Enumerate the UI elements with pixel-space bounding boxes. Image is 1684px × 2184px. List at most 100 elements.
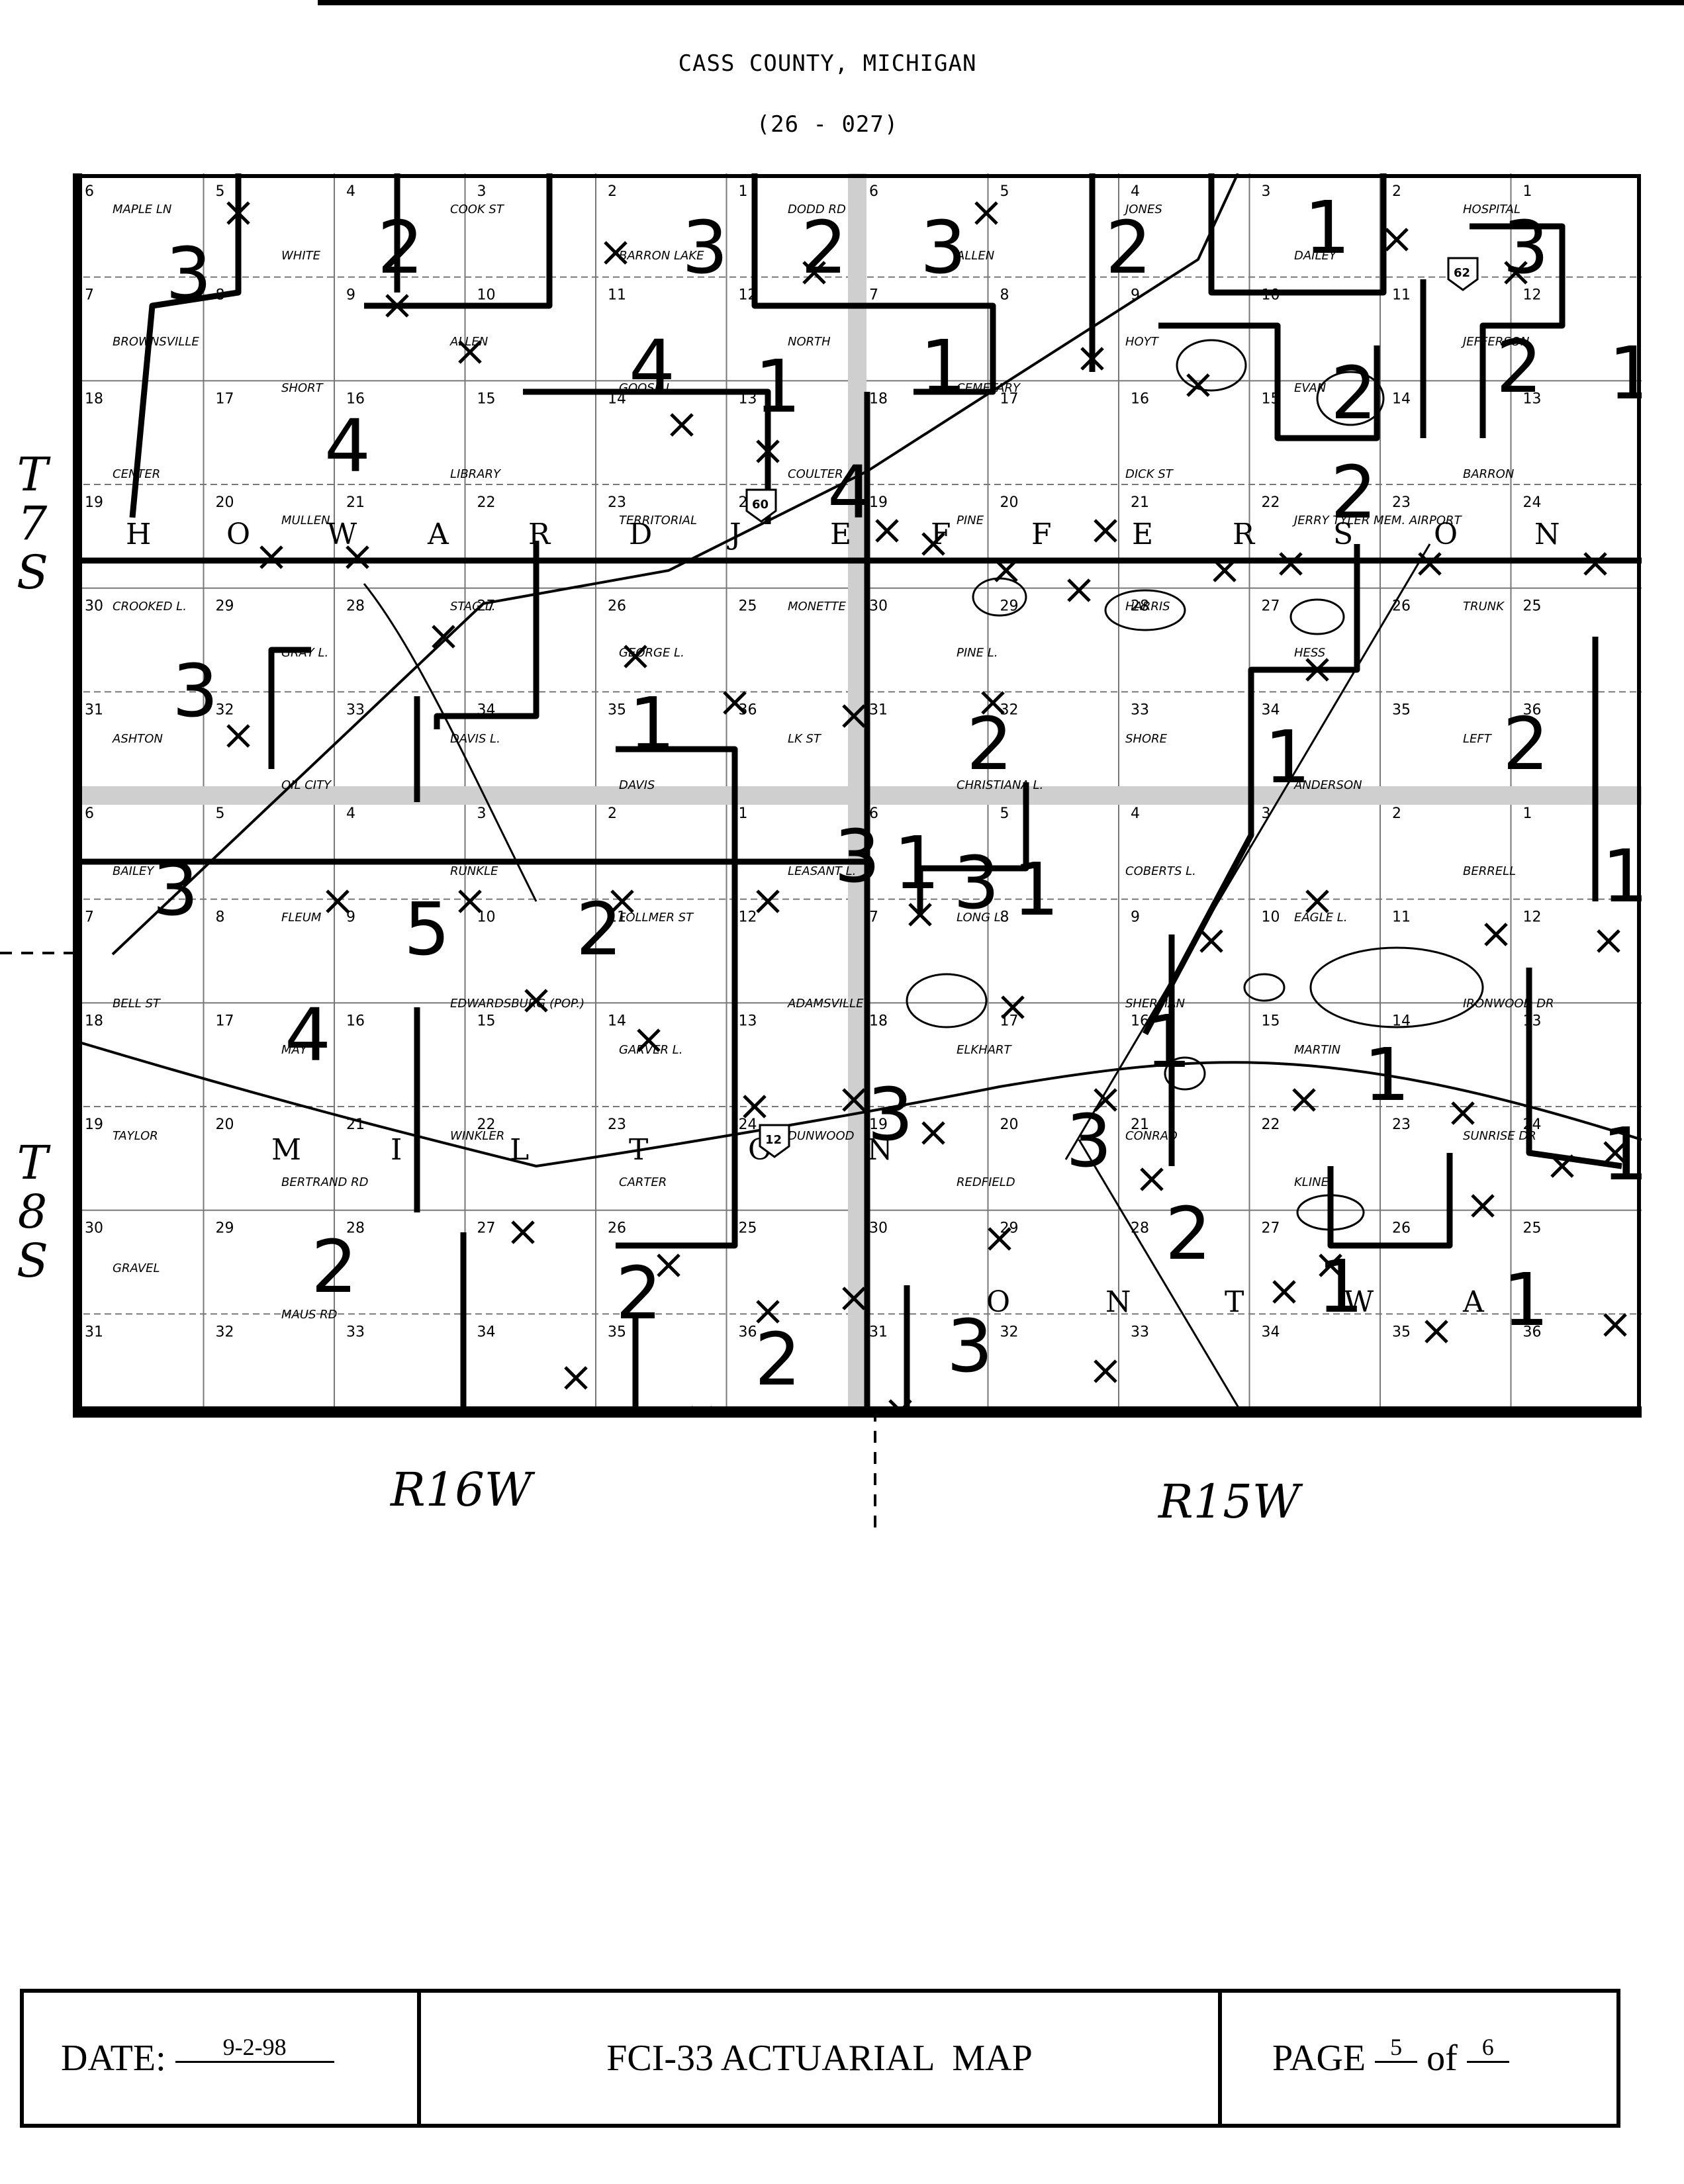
highway-number: 60 [752,498,769,512]
section-number: 22 [477,494,496,511]
road-label: ELKHART [957,1043,1013,1057]
section-number: 36 [739,1324,757,1340]
section-number: 27 [1262,598,1280,615]
section-number: 32 [1000,702,1019,718]
section-number: 14 [608,1013,626,1029]
township-name-letter-milton-ontwa: A [1462,1285,1485,1319]
date-label: DATE: [61,2038,166,2079]
section-number: 8 [1000,287,1009,304]
section-number: 2 [608,805,617,822]
section-number: 32 [216,702,234,718]
section-number: 19 [869,1116,888,1133]
section-number: 20 [216,1116,234,1133]
road-label: CONRAD [1125,1129,1178,1143]
road-label: COBERTS L. [1125,864,1196,878]
road-label: GOOSE L. [619,381,677,395]
road-label: TAYLOR [113,1129,158,1143]
zone-number: 3 [172,649,218,733]
zone-boundary [523,388,771,524]
boundary-x-marker [842,704,866,728]
road-label: STAG L. [450,600,496,614]
road-label: REDFIELD [957,1175,1015,1189]
boundary-x-marker [610,889,634,913]
township-name-letter-howard-jefferson: S [1333,518,1353,551]
section-number: 16 [346,390,365,407]
township-name-letter-milton-ontwa: T [629,1133,648,1167]
boundary-x-marker [564,1366,588,1390]
road-label: LIBRARY [450,467,502,481]
zone-boundary [917,782,1029,915]
lake [1289,598,1345,635]
road-label: CEMETARY [957,381,1021,395]
section-number: 8 [1000,909,1009,926]
section-number: 23 [608,1116,626,1133]
page-cell: PAGE 5 of 6 [1222,1993,1616,2124]
road-label: PINE L. [957,646,998,660]
zone-number: 1 [1364,1032,1410,1117]
section-number: 15 [1262,1013,1280,1029]
page-label: PAGE [1272,2038,1366,2079]
boundary-x-marker [1451,1101,1475,1125]
section-number: 18 [869,1013,888,1029]
boundary-x-marker [1292,1088,1316,1112]
zone-number: 2 [616,1251,662,1336]
zone-number: 4 [285,993,331,1077]
zone-number: 1 [629,682,675,766]
us12-highway [73,1039,1642,1168]
range-label-r16w: R16W [391,1463,532,1517]
highway-number: 12 [765,1133,782,1147]
zone-number: 1 [1304,185,1350,270]
lake [1176,339,1247,392]
date-value: 9-2-98 [175,2033,334,2063]
section-number: 28 [1131,1220,1149,1237]
boundary-x-marker [1319,1253,1342,1277]
section-number: 27 [1262,1220,1280,1237]
road-label: MARTIN [1294,1043,1340,1057]
section-number: 4 [346,183,355,200]
section-number: 3 [1262,183,1271,200]
section-number: 17 [216,1013,234,1029]
road-label: BERTRAND RD [281,1175,368,1189]
road-label: FOLLMER ST [619,911,694,925]
actuarial-map[interactable]: 6543217891011121817161514131920212223243… [73,173,1642,1418]
section-number: 20 [1000,494,1019,511]
boundary-x-marker [624,645,647,668]
lake [1316,371,1385,426]
section-number: 19 [85,494,103,511]
boundary-x-marker [842,1287,866,1310]
doc-title-cell: FCI-33 ACTUARIAL MAP [421,1993,1222,2124]
section-number: 17 [216,390,234,407]
road-label: TERRITORIAL [619,514,697,527]
boundary-x-marker [458,340,482,364]
section-number: 4 [346,805,355,822]
top-rule [318,0,1684,5]
page-number: 5 [1375,2033,1418,2063]
road-label: RUNKLE [450,864,498,878]
township-name-letter-milton-ontwa: L [510,1133,529,1167]
zone-number: 1 [1602,1112,1642,1197]
lake [906,973,988,1028]
zone-number: 1 [1602,834,1642,919]
section-number: 30 [85,598,103,615]
boundary-x-marker [346,545,369,569]
boundary-x-marker [524,989,548,1013]
zone-number: 4 [629,324,675,409]
boundary-x-marker [458,889,482,913]
section-number: 13 [739,1013,757,1029]
boundary-x-marker [1001,995,1025,1019]
section-number: 21 [1131,1116,1149,1133]
section-number: 11 [1392,287,1411,304]
section-number: 18 [85,390,103,407]
section-number: 7 [85,909,94,926]
section-number: 23 [608,494,626,511]
zone-number: 1 [1264,715,1311,799]
section-number: 35 [1392,1324,1411,1340]
road-label: DICK ST [1125,467,1174,481]
zone-number: 2 [311,1224,357,1309]
road-label: PINE [957,514,984,527]
section-number: 35 [608,1324,626,1340]
road-label: MAPLE LN [113,203,171,216]
section-number: 33 [346,1324,365,1340]
boundary-x-marker [259,545,283,569]
section-number: 18 [85,1013,103,1029]
